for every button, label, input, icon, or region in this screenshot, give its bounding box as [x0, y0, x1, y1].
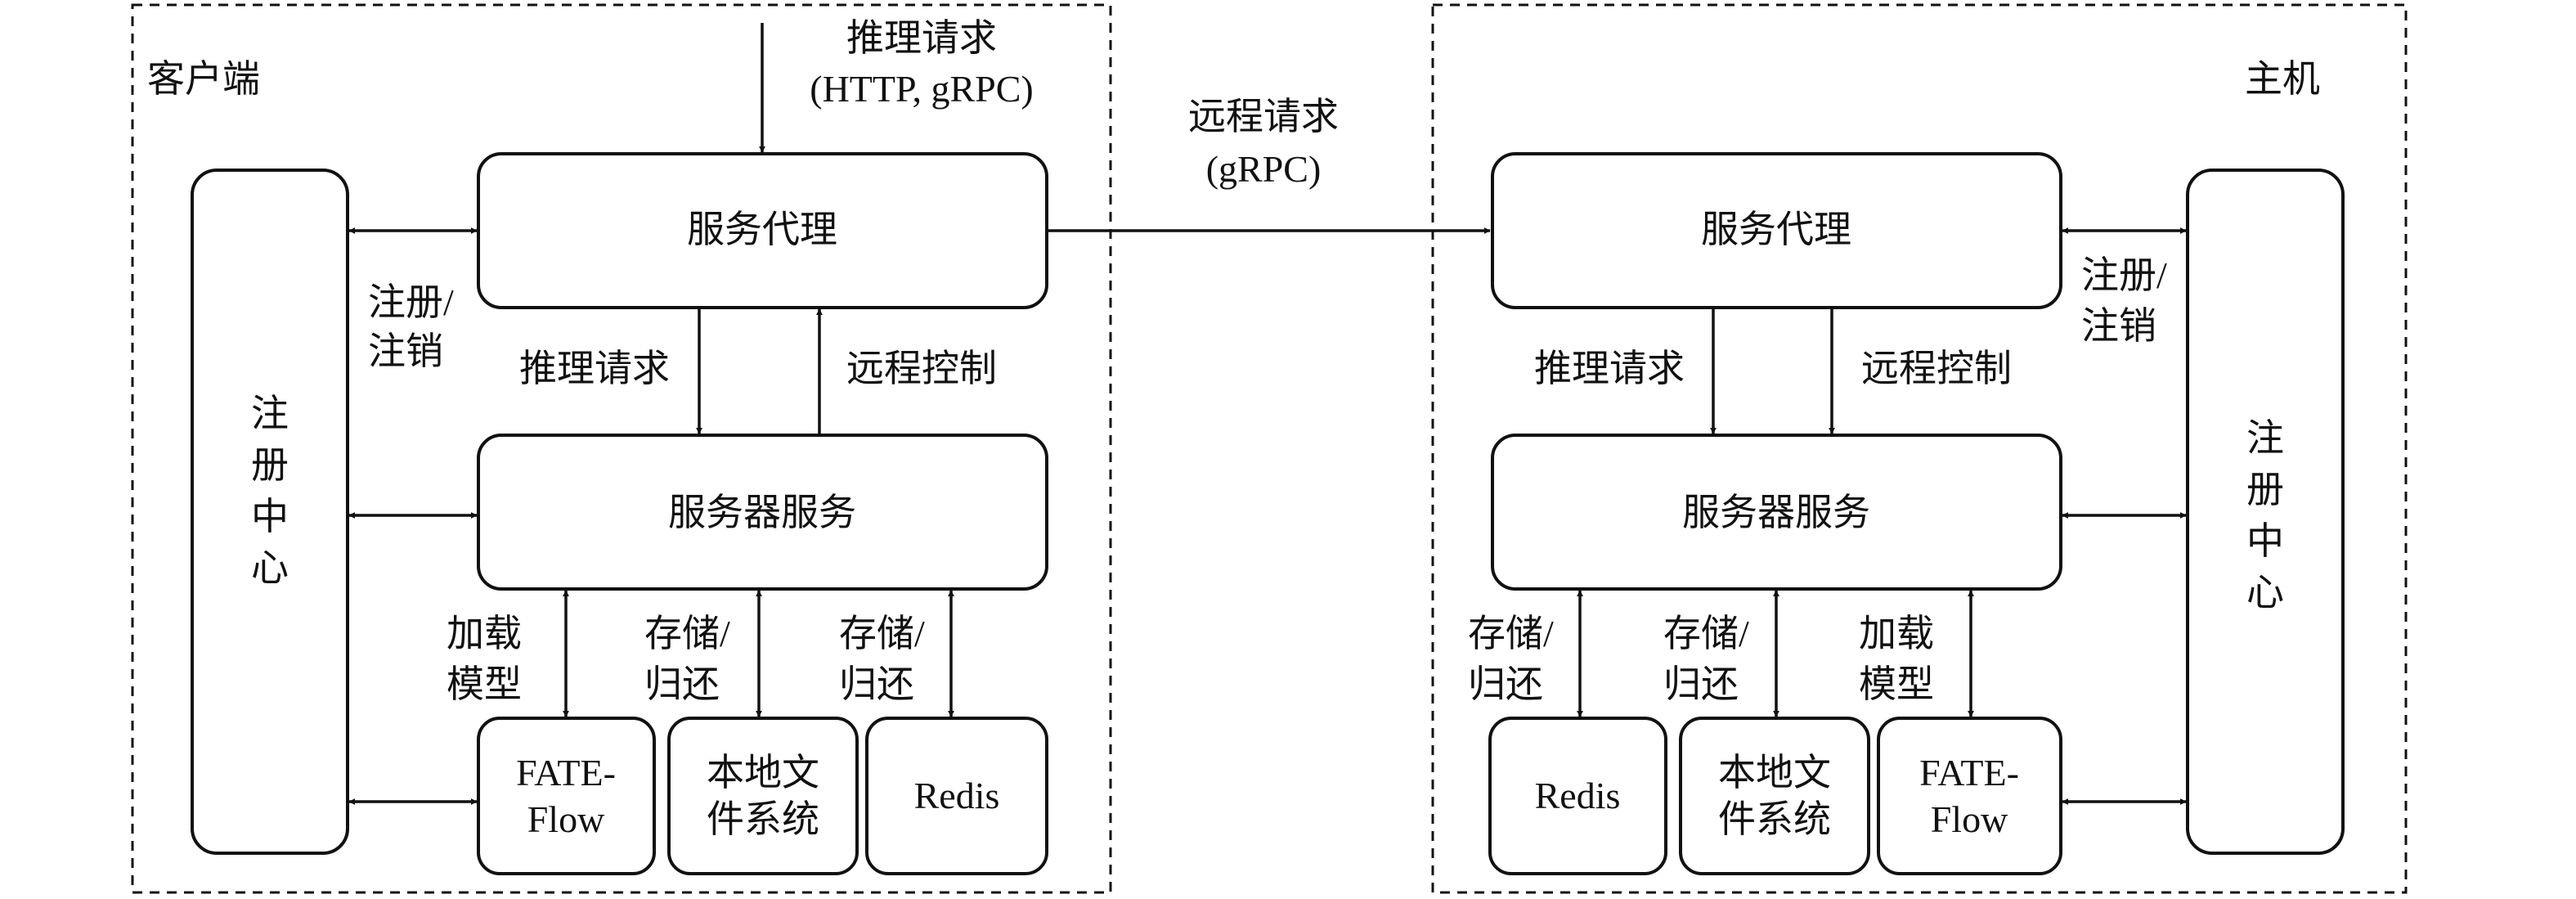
- client-storage-fate-flow-label: FATE-: [516, 752, 616, 793]
- host-register-label: 注销: [2081, 305, 2156, 347]
- client-registry-char: 心: [251, 547, 289, 589]
- client-redis-store-label: 存储/: [839, 613, 925, 654]
- remote-request-label: (gRPC): [1206, 148, 1322, 190]
- host-localfs-store-label: 存储/: [1663, 613, 1749, 654]
- client-storage-redis: [865, 717, 1048, 875]
- host-registry-char: 注: [2246, 417, 2284, 459]
- host-storage-local-fs-label: 件系统: [1718, 798, 1831, 840]
- client-registry-char: 中: [251, 496, 289, 537]
- client-load-model-label: 模型: [447, 663, 522, 705]
- host-localfs-store-label: 归还: [1663, 663, 1739, 705]
- client-inbound-request-label: (HTTP, gRPC): [810, 68, 1033, 110]
- host-redis-store-label: 归还: [1468, 663, 1543, 705]
- host-server-service: [1491, 434, 2062, 591]
- client-register-label: 注销: [368, 330, 443, 372]
- client-region-border: [131, 3, 1112, 894]
- client-remote-control-label: 远程控制: [846, 348, 997, 389]
- client-localfs-store-label: 归还: [644, 663, 720, 705]
- client-service-proxy-label: 服务代理: [687, 209, 837, 250]
- host-region-border: [1431, 3, 2408, 894]
- host-registry-char: 册: [2246, 469, 2284, 510]
- host-register-label: 注册/: [2081, 254, 2167, 296]
- host-storage-redis-label: Redis: [1535, 775, 1621, 816]
- client-localfs-store-label: 存储/: [644, 613, 730, 654]
- client-inference-down-label: 推理请求: [519, 348, 670, 389]
- client-server-service-label: 服务器服务: [668, 492, 856, 533]
- host-region: 主机 注 册 中 心 服务代理 服务器服务 Redis 本地文 件系统 FATE…: [1431, 3, 2408, 894]
- host-region-label: 主机: [2245, 58, 2320, 100]
- client-storage-local-fs: [667, 717, 859, 875]
- client-service-proxy: [477, 152, 1048, 309]
- client-load-model-label: 加载: [447, 613, 522, 654]
- host-remote-control-label: 远程控制: [1861, 348, 2012, 389]
- client-register-label: 注册/: [368, 281, 454, 323]
- host-load-model-label: 模型: [1859, 663, 1934, 705]
- host-redis-store-label: 存储/: [1468, 613, 1554, 654]
- host-inference-down-label: 推理请求: [1534, 348, 1685, 389]
- host-service-proxy-label: 服务代理: [1701, 209, 1851, 250]
- client-storage-fate-flow-label: Flow: [527, 798, 605, 840]
- host-load-model-label: 加载: [1859, 613, 1934, 654]
- client-storage-redis-label: Redis: [914, 775, 1000, 816]
- host-service-proxy: [1491, 152, 2062, 309]
- host-storage-local-fs-label: 本地文: [1718, 752, 1831, 793]
- client-server-service: [477, 434, 1048, 591]
- client-registry-char: 注: [251, 393, 289, 434]
- host-registry-center: [2186, 169, 2345, 855]
- host-server-service-label: 服务器服务: [1682, 492, 1870, 533]
- host-storage-fate-flow-label: FATE-: [1919, 752, 2019, 793]
- client-redis-store-label: 归还: [839, 663, 914, 705]
- host-registry-char: 中: [2246, 520, 2284, 562]
- client-region-label: 客户端: [147, 58, 260, 100]
- client-storage-fate-flow: [477, 717, 656, 875]
- host-storage-fate-flow: [1877, 717, 2062, 875]
- host-storage-fate-flow-label: Flow: [1931, 798, 2008, 840]
- host-registry-char: 心: [2246, 572, 2284, 614]
- host-storage-local-fs: [1679, 717, 1870, 875]
- client-inbound-request-label: 推理请求: [846, 17, 997, 59]
- remote-request-label: 远程请求: [1188, 96, 1339, 137]
- client-storage-local-fs-label: 件系统: [707, 798, 819, 840]
- client-registry-center: [191, 169, 349, 855]
- client-region: 客户端 注 册 中 心 服务代理 服务器服务 FATE- Flow 本地文 件系…: [131, 3, 1112, 894]
- client-registry-char: 册: [251, 444, 289, 486]
- client-storage-local-fs-label: 本地文: [707, 752, 819, 793]
- host-storage-redis: [1488, 717, 1667, 875]
